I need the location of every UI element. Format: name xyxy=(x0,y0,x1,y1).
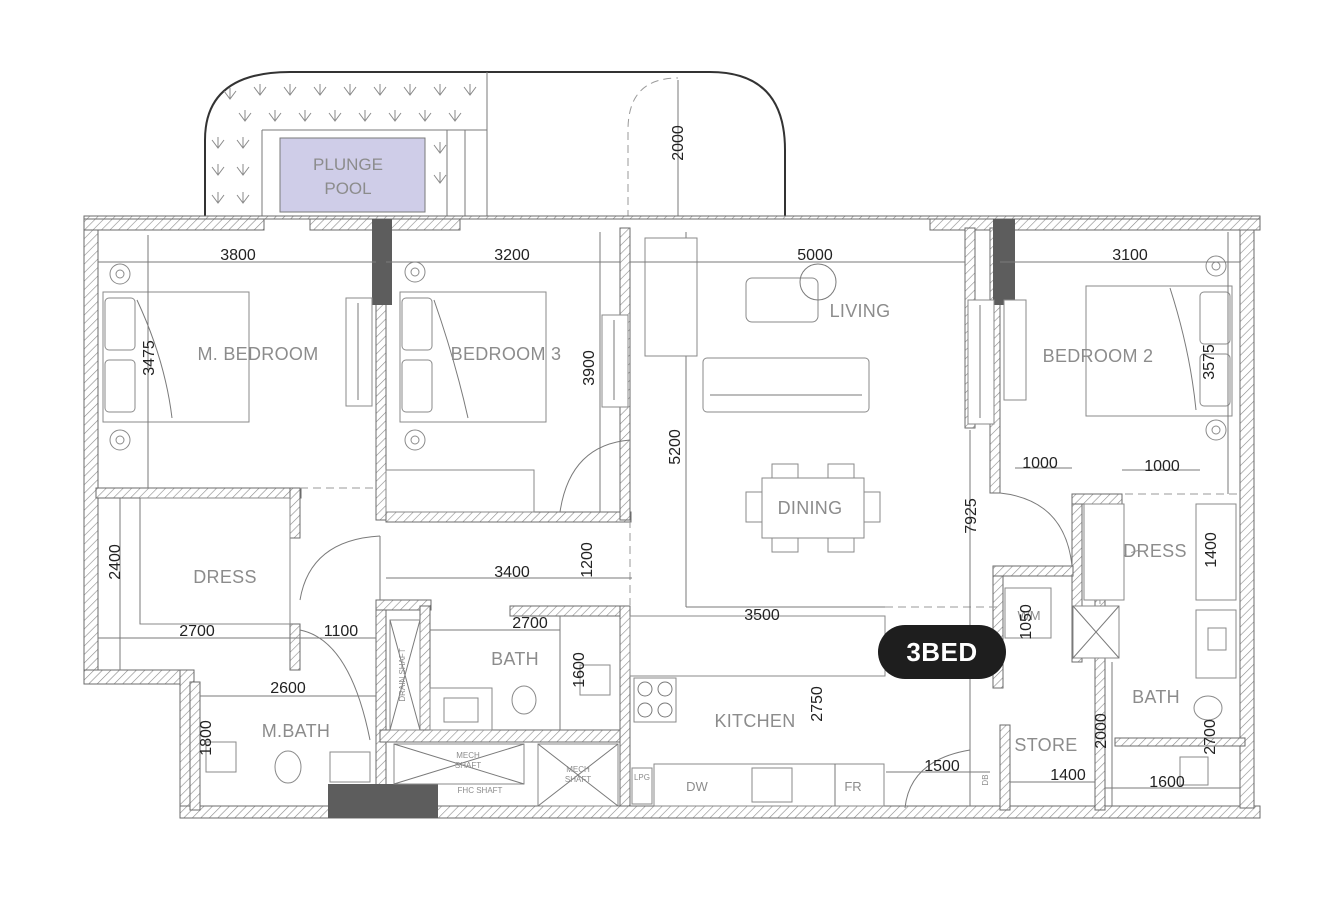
plunge-pool xyxy=(279,137,426,213)
label-lpg: LPG xyxy=(634,773,650,782)
label-db: DB xyxy=(981,774,990,785)
dim-bath-width: 2700 xyxy=(512,615,548,632)
dim-bath-right-depth: 2700 xyxy=(1202,719,1219,755)
label-dress-left: DRESS xyxy=(193,567,257,587)
plunge-pool-label-1: PLUNGE xyxy=(313,155,383,174)
dim-wm-depth: 1050 xyxy=(1018,604,1035,640)
unit-type-badge: 3BED xyxy=(878,625,1006,679)
dim-living-depth: 5200 xyxy=(667,429,684,465)
label-bedroom-2: BEDROOM 2 xyxy=(1043,346,1154,366)
column xyxy=(372,219,392,305)
label-mech-shaft-2: SHAFT xyxy=(455,761,481,770)
dim-store-depth: 2000 xyxy=(1093,713,1110,749)
label-bath-right: BATH xyxy=(1132,687,1180,707)
room-labels: M. BEDROOM BEDROOM 3 LIVING BEDROOM 2 DI… xyxy=(193,301,1187,755)
dim-right-1000-a: 1000 xyxy=(1022,455,1058,472)
dim-dress-width: 2700 xyxy=(179,623,215,640)
terrace: PLUNGE POOL xyxy=(204,71,786,218)
dim-store-width: 1400 xyxy=(1050,767,1086,784)
dim-kitchen-depth: 2750 xyxy=(809,686,826,722)
dim-bedroom2-depth: 3575 xyxy=(1201,344,1218,380)
dim-pool-depth: 2000 xyxy=(670,125,687,161)
dim-kitchen-width: 3500 xyxy=(744,607,780,624)
dim-entry-width: 1500 xyxy=(924,758,960,775)
dim-m-bedroom-depth: 3475 xyxy=(141,340,158,376)
label-mech-shaft-1: MECH xyxy=(456,751,480,760)
dim-bath-right-width: 1600 xyxy=(1149,774,1185,791)
label-wm: WM xyxy=(1017,608,1040,623)
label-bedroom-3: BEDROOM 3 xyxy=(451,344,562,364)
label-kitchen: KITCHEN xyxy=(714,711,795,731)
dimension-lines xyxy=(98,232,1240,806)
plunge-pool-label-2: POOL xyxy=(324,179,371,198)
furniture xyxy=(102,237,1237,807)
label-m-bedroom: M. BEDROOM xyxy=(197,344,318,364)
walls xyxy=(83,215,1261,819)
dim-dress-gap: 1100 xyxy=(324,623,359,640)
column xyxy=(328,784,438,818)
dim-bath-depth: 1600 xyxy=(571,652,588,688)
dim-m-bedroom-width: 3800 xyxy=(220,247,256,264)
dim-right-1000-b: 1000 xyxy=(1144,458,1180,475)
label-living: LIVING xyxy=(830,301,891,321)
label-fr: FR xyxy=(844,779,861,794)
dim-dress-height: 2400 xyxy=(107,544,124,580)
label-m-bath: M.BATH xyxy=(262,721,330,741)
dim-m-bath-depth: 1800 xyxy=(198,720,215,756)
dimensions: 2000 3800 3200 5000 3100 3475 3900 3575 … xyxy=(107,125,1220,791)
dim-bedroom2-width: 3100 xyxy=(1112,247,1148,264)
dim-bedroom3-depth: 3900 xyxy=(581,350,598,386)
label-mech-shaft-4: SHAFT xyxy=(565,775,591,784)
dim-dining-depth: 7925 xyxy=(963,498,980,534)
label-drain-shaft: DRAIN SHAFT xyxy=(398,648,407,701)
dim-corridor-width: 3400 xyxy=(494,564,530,581)
label-fhc-shaft: FHC SHAFT xyxy=(458,786,503,795)
dim-living-width: 5000 xyxy=(797,247,833,264)
label-store: STORE xyxy=(1014,735,1077,755)
label-dining: DINING xyxy=(778,498,843,518)
dim-m-bath-width: 2600 xyxy=(270,680,306,697)
label-bath-center: BATH xyxy=(491,649,539,669)
dim-corridor-depth: 1200 xyxy=(579,542,596,578)
label-mech-shaft-3: MECH xyxy=(566,765,590,774)
fixture-labels: WM DW FR LPG DB FHC SHAFT MECH SHAFT MEC… xyxy=(398,608,1041,795)
label-dress-right: DRESS xyxy=(1123,541,1187,561)
dim-bedroom3-width: 3200 xyxy=(494,247,530,264)
label-dw: DW xyxy=(686,779,708,794)
dim-dress-depth-right: 1400 xyxy=(1203,532,1220,568)
